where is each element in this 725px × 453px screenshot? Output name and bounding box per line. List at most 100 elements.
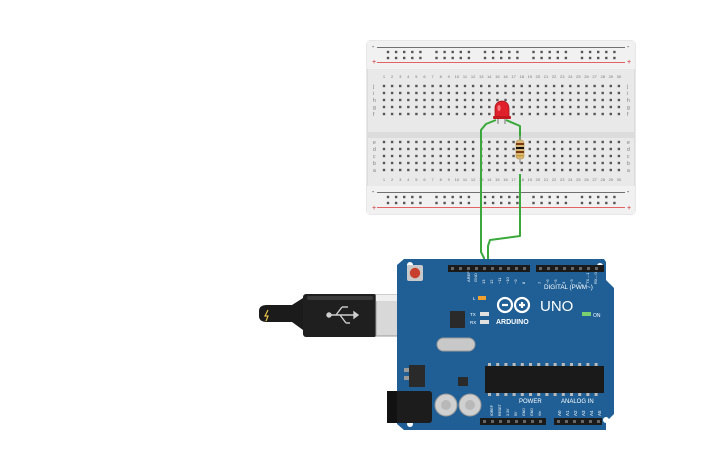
led-leg-cathode-wire[interactable]: [480, 119, 497, 168]
breadboard-hole[interactable]: [585, 147, 588, 151]
rail-hole[interactable]: [532, 195, 535, 199]
breadboard-hole[interactable]: [488, 161, 491, 165]
breadboard-hole[interactable]: [569, 105, 572, 109]
breadboard-hole[interactable]: [593, 91, 596, 95]
breadboard-hole[interactable]: [407, 84, 410, 88]
breadboard-hole[interactable]: [593, 98, 596, 102]
rail-hole[interactable]: [588, 50, 592, 54]
breadboard-hole[interactable]: [504, 154, 507, 158]
breadboard-hole[interactable]: [609, 168, 612, 172]
header-pin[interactable]: [499, 267, 502, 270]
breadboard-hole[interactable]: [455, 105, 459, 109]
breadboard-hole[interactable]: [569, 154, 572, 158]
breadboard-hole[interactable]: [407, 140, 410, 144]
breadboard-hole[interactable]: [407, 112, 410, 116]
rail-hole[interactable]: [548, 201, 551, 205]
rail-hole[interactable]: [443, 195, 446, 199]
header-pin[interactable]: [565, 420, 568, 423]
breadboard-hole[interactable]: [447, 147, 450, 151]
breadboard-hole[interactable]: [390, 154, 394, 158]
breadboard-hole[interactable]: [593, 154, 596, 158]
breadboard-hole[interactable]: [512, 168, 515, 172]
breadboard-hole[interactable]: [552, 168, 556, 172]
breadboard-hole[interactable]: [415, 161, 418, 165]
breadboard-hole[interactable]: [552, 140, 556, 144]
rail-hole[interactable]: [459, 195, 462, 199]
header-pin[interactable]: [523, 267, 526, 270]
breadboard-hole[interactable]: [382, 168, 386, 172]
rail-hole[interactable]: [386, 201, 390, 205]
breadboard-hole[interactable]: [520, 84, 523, 88]
rail-hole[interactable]: [532, 201, 535, 205]
breadboard-hole[interactable]: [585, 140, 588, 144]
breadboard-hole[interactable]: [399, 154, 402, 158]
breadboard-hole[interactable]: [463, 161, 467, 165]
breadboard-hole[interactable]: [471, 105, 475, 109]
breadboard-holes[interactable]: [382, 50, 621, 205]
breadboard-hole[interactable]: [447, 98, 450, 102]
rail-hole[interactable]: [605, 50, 608, 54]
breadboard-hole[interactable]: [544, 91, 548, 95]
breadboard-hole[interactable]: [617, 84, 621, 88]
breadboard-hole[interactable]: [447, 112, 450, 116]
breadboard-hole[interactable]: [488, 140, 491, 144]
header-pin[interactable]: [589, 420, 592, 423]
breadboard-hole[interactable]: [593, 140, 596, 144]
header-pin[interactable]: [573, 420, 576, 423]
breadboard-hole[interactable]: [528, 105, 531, 109]
breadboard-hole[interactable]: [480, 91, 483, 95]
breadboard-hole[interactable]: [585, 154, 588, 158]
rail-hole[interactable]: [491, 195, 495, 199]
rail-hole[interactable]: [508, 201, 511, 205]
header-pin[interactable]: [587, 267, 590, 270]
breadboard-hole[interactable]: [455, 140, 459, 144]
rail-hole[interactable]: [597, 195, 600, 199]
breadboard-hole[interactable]: [415, 84, 418, 88]
breadboard-hole[interactable]: [407, 168, 410, 172]
rail-hole[interactable]: [548, 195, 551, 199]
breadboard-hole[interactable]: [488, 147, 491, 151]
breadboard-hole[interactable]: [399, 168, 402, 172]
rail-hole[interactable]: [419, 56, 422, 60]
reset-button[interactable]: [409, 267, 421, 279]
breadboard-hole[interactable]: [601, 105, 604, 109]
breadboard-hole[interactable]: [601, 147, 604, 151]
breadboard-hole[interactable]: [561, 147, 564, 151]
breadboard-hole[interactable]: [431, 112, 434, 116]
breadboard-hole[interactable]: [415, 105, 418, 109]
breadboard-hole[interactable]: [423, 140, 426, 144]
breadboard-hole[interactable]: [617, 168, 621, 172]
breadboard-hole[interactable]: [552, 154, 556, 158]
breadboard-hole[interactable]: [520, 105, 523, 109]
breadboard-hole[interactable]: [390, 91, 394, 95]
breadboard-hole[interactable]: [528, 84, 531, 88]
breadboard-hole[interactable]: [609, 154, 612, 158]
power-header[interactable]: [480, 418, 546, 425]
breadboard-hole[interactable]: [447, 105, 450, 109]
breadboard-hole[interactable]: [463, 98, 467, 102]
breadboard-hole[interactable]: [561, 91, 564, 95]
rail-hole[interactable]: [613, 56, 616, 60]
breadboard-hole[interactable]: [577, 84, 580, 88]
breadboard-hole[interactable]: [528, 161, 531, 165]
rail-hole[interactable]: [483, 56, 487, 60]
breadboard-hole[interactable]: [617, 147, 621, 151]
rail-hole[interactable]: [588, 195, 592, 199]
breadboard-hole[interactable]: [463, 168, 467, 172]
breadboard-hole[interactable]: [520, 98, 523, 102]
breadboard-hole[interactable]: [415, 140, 418, 144]
header-pin[interactable]: [475, 267, 478, 270]
breadboard-hole[interactable]: [569, 91, 572, 95]
breadboard-hole[interactable]: [390, 84, 394, 88]
breadboard-hole[interactable]: [504, 140, 507, 144]
breadboard-hole[interactable]: [447, 161, 450, 165]
rail-hole[interactable]: [508, 56, 511, 60]
rail-hole[interactable]: [605, 56, 608, 60]
breadboard-hole[interactable]: [455, 154, 459, 158]
breadboard-hole[interactable]: [439, 98, 442, 102]
breadboard-hole[interactable]: [536, 91, 540, 95]
breadboard-hole[interactable]: [609, 84, 612, 88]
breadboard-hole[interactable]: [423, 154, 426, 158]
breadboard-hole[interactable]: [609, 140, 612, 144]
breadboard-hole[interactable]: [585, 91, 588, 95]
